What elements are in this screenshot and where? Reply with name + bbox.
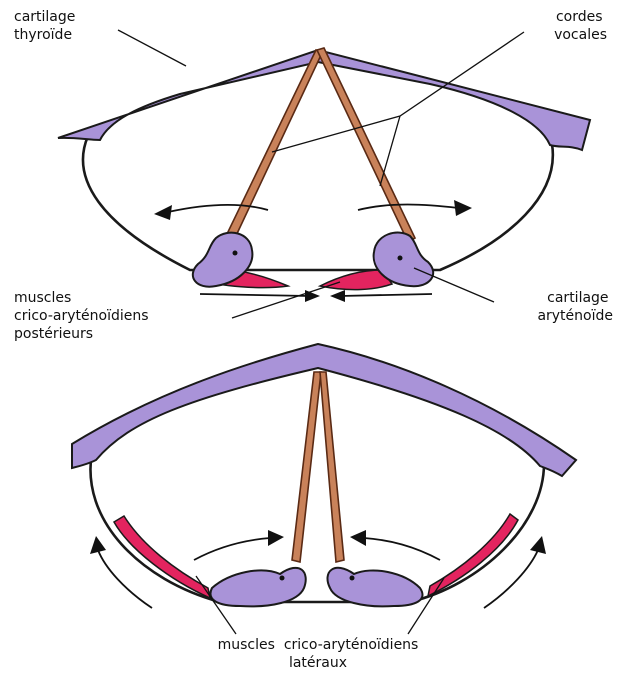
top-arytenoid-right-dot [398, 256, 403, 261]
bottom-outer-arrowhead-right [530, 536, 546, 554]
leader-arytenoid [414, 268, 494, 302]
bottom-panel: muscles crico-aryténoïdiens latéraux [72, 344, 576, 671]
top-rotation-arrow-left [168, 205, 268, 212]
bottom-lateral-muscle-left [114, 516, 210, 598]
bottom-outer-arrow-left [98, 550, 152, 608]
bottom-rotation-arrow-left [194, 538, 270, 560]
bottom-outer-arrowhead-left [90, 536, 106, 554]
bottom-vocal-cord-left [292, 372, 321, 562]
bottom-arytenoid-left-dot [280, 576, 285, 581]
top-larynx-outline [83, 136, 553, 270]
bottom-lateral-muscle-right [428, 514, 518, 596]
bottom-arytenoid-left [210, 568, 305, 607]
top-panel: cartilage thyroïde cordes vocales muscle… [14, 9, 613, 342]
bottom-vocal-cord-right [320, 372, 344, 562]
top-rotation-arrowhead-right [454, 200, 472, 216]
label-cordes-vocales: cordes vocales [554, 9, 607, 43]
bottom-rotation-arrowhead-right [350, 530, 366, 546]
top-linear-arrow-left [200, 294, 310, 296]
bottom-larynx-outline [90, 452, 544, 602]
label-muscles-lateraux: muscles crico-aryténoïdiens [218, 637, 419, 653]
leader-thyroid [118, 30, 186, 66]
top-linear-arrow-right [340, 294, 432, 296]
bottom-arytenoid-right-dot [350, 576, 355, 581]
label-muscles-posterieurs: muscles crico-aryténoïdiens postérieurs [14, 290, 153, 342]
top-linear-arrowhead-right [330, 290, 345, 302]
bottom-arytenoid-right [327, 568, 422, 607]
bottom-rotation-arrow-right [364, 538, 440, 560]
label-cartilage-thyroide: cartilage thyroïde [14, 9, 80, 43]
label-lateraux: latéraux [289, 655, 347, 671]
top-arytenoid-left-dot [233, 251, 238, 256]
top-rotation-arrow-right [358, 205, 458, 211]
top-rotation-arrowhead-left [154, 205, 172, 220]
bottom-rotation-arrowhead-left [268, 530, 284, 546]
label-cartilage-arytenoide: cartilage aryténoïde [537, 290, 613, 324]
